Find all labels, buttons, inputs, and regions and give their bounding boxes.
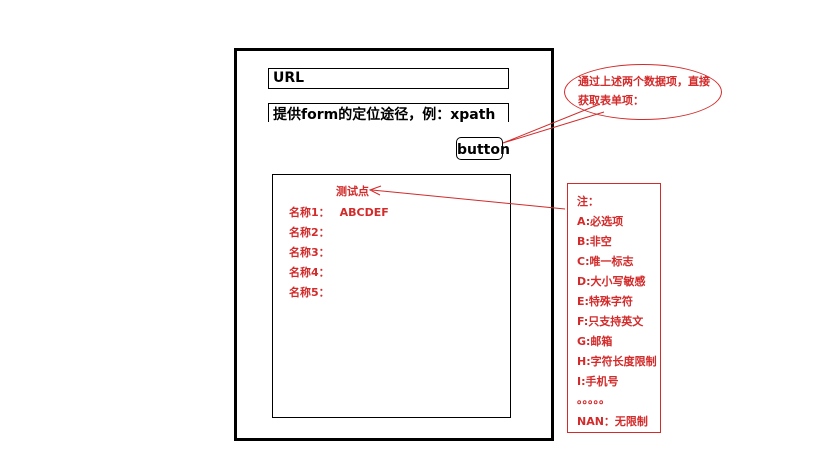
rule-item: H:字符长度限制 <box>577 355 657 368</box>
url-field[interactable]: URL <box>268 68 509 89</box>
field-label: 名称5： <box>289 286 330 299</box>
annotation-line-2: 获取表单项： <box>578 94 644 107</box>
form-mock-frame <box>234 48 554 441</box>
field-label: 名称1： <box>289 206 330 219</box>
test-point-label: 测试点 <box>336 185 369 198</box>
field-row-5: 名称5： <box>289 284 340 300</box>
field-row-4: 名称4： <box>289 264 340 280</box>
field-row-1: 名称1： ABCDEF <box>289 204 389 220</box>
form-items-panel <box>272 174 511 418</box>
annotation-text: 通过上述两个数据项，直接 获取表单项： <box>578 72 716 110</box>
field-row-2: 名称2： <box>289 224 340 240</box>
rule-item: C:唯一标志 <box>577 255 634 268</box>
field-value: ABCDEF <box>339 206 389 219</box>
rule-item: NAN：无限制 <box>577 415 648 428</box>
rules-legend-box <box>567 183 661 433</box>
rule-item: A:必选项 <box>577 215 624 228</box>
field-label: 名称3： <box>289 246 330 259</box>
rule-item: I:手机号 <box>577 375 619 388</box>
annotation-ellipse <box>564 64 722 120</box>
field-label: 名称2： <box>289 226 330 239</box>
rule-item: D:大小写敏感 <box>577 275 646 288</box>
rule-item: B:非空 <box>577 235 612 248</box>
rules-title: 注： <box>577 195 599 208</box>
field-row-3: 名称3： <box>289 244 340 260</box>
rule-item: G:邮箱 <box>577 335 613 348</box>
annotation-line-1: 通过上述两个数据项，直接 <box>578 75 710 88</box>
submit-button[interactable]: button <box>456 137 510 160</box>
rule-item: F:只支持英文 <box>577 315 644 328</box>
rule-item: 。。。。。 <box>577 393 610 406</box>
form-locator-field[interactable]: 提供form的定位途径，例：xpath <box>268 103 509 122</box>
field-label: 名称4： <box>289 266 330 279</box>
rule-item: E:特殊字符 <box>577 295 633 308</box>
